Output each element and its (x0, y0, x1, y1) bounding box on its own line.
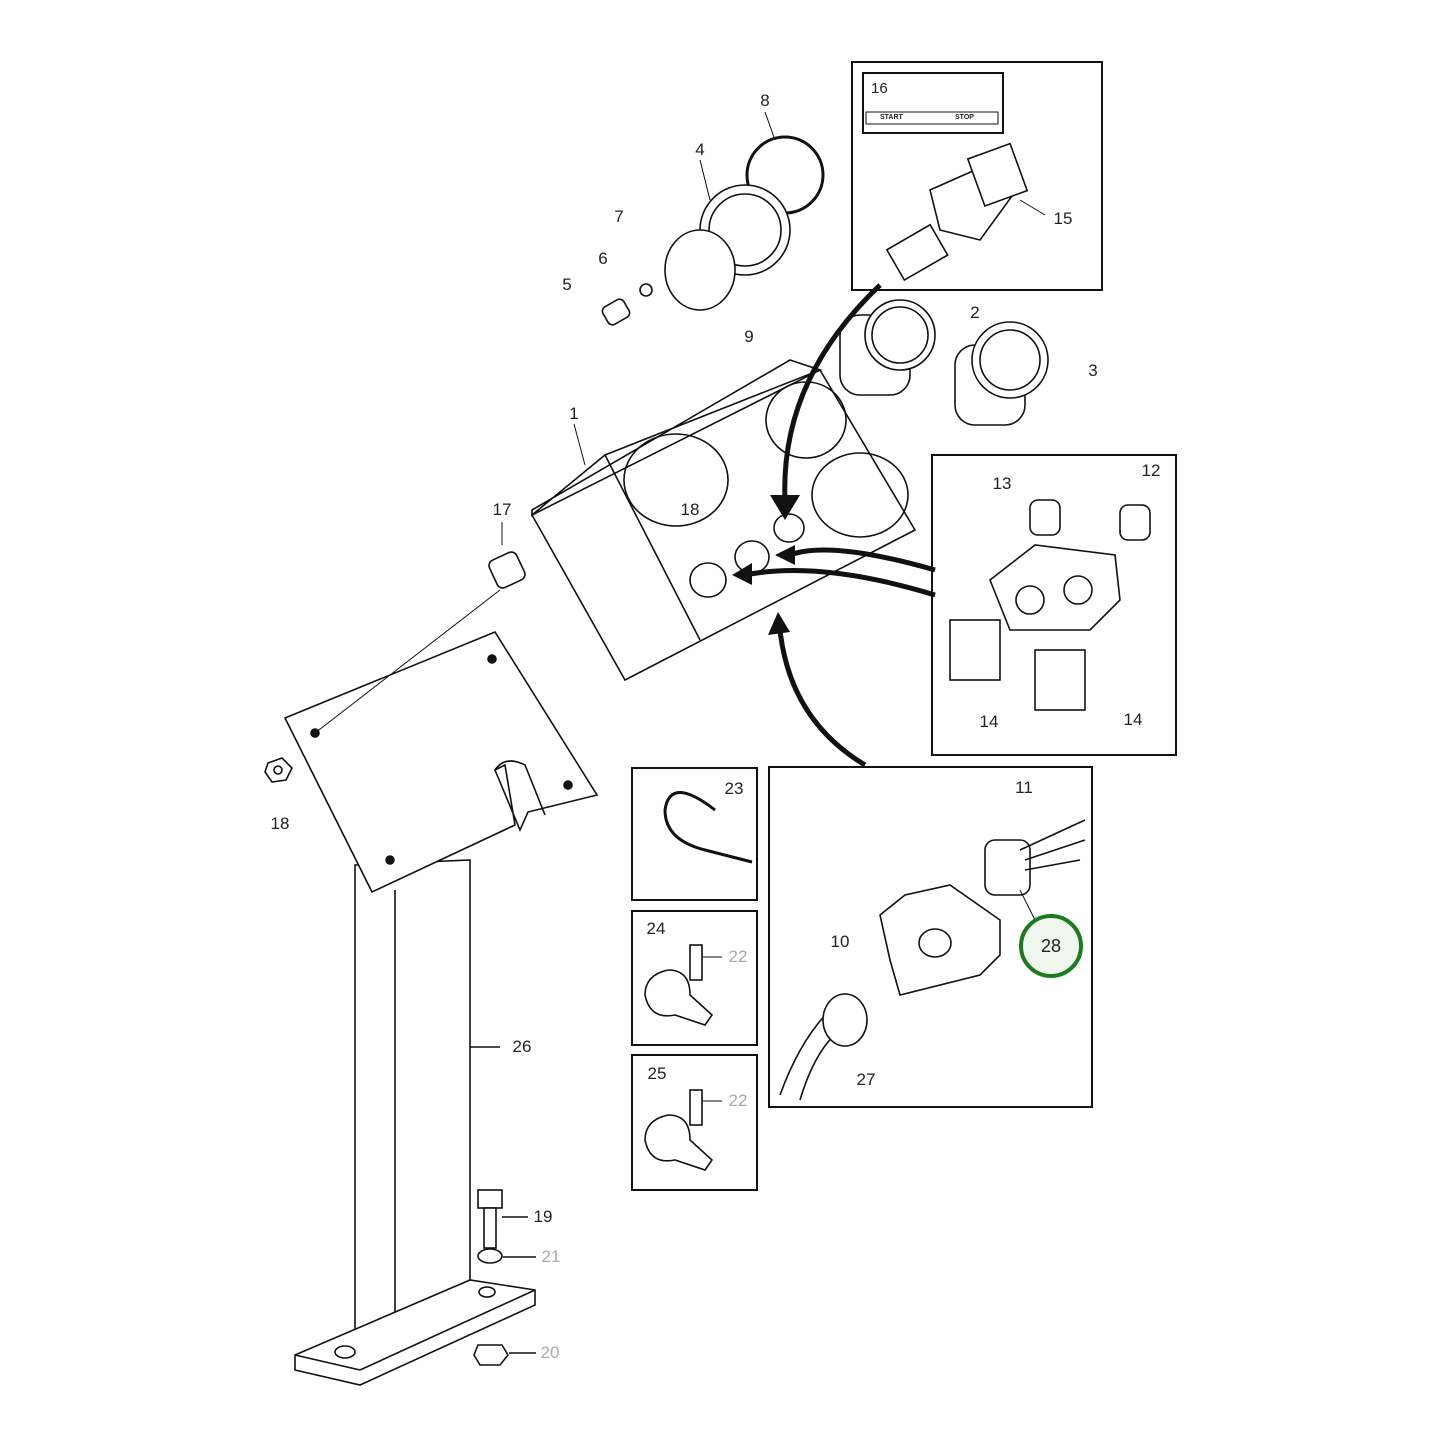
part-label-19[interactable]: 19 (533, 1207, 553, 1226)
part-label-27[interactable]: 27 (856, 1070, 876, 1089)
part-label-21[interactable]: 21 (541, 1247, 561, 1266)
nut-18 (264, 757, 293, 783)
pedestal-stand (294, 859, 536, 1386)
part-label-3[interactable]: 3 (1088, 361, 1098, 380)
decal-start-text: START (880, 114, 903, 121)
part-label-23[interactable]: 23 (724, 779, 744, 798)
part-label-14b[interactable]: 14 (1123, 710, 1143, 729)
decal-stop-text: STOP (955, 114, 974, 121)
part-label-4[interactable]: 4 (695, 140, 705, 159)
inset-connector (768, 766, 1093, 1108)
gauge-2 (839, 299, 936, 396)
gauge-assembly (601, 111, 825, 326)
bolt-19 (473, 1189, 536, 1366)
part-label-12[interactable]: 12 (1141, 461, 1161, 480)
part-label-6[interactable]: 6 (598, 249, 608, 268)
part-label-26[interactable]: 26 (512, 1037, 532, 1056)
inset-clamp-24 (631, 910, 758, 1046)
part-label-20[interactable]: 20 (540, 1343, 560, 1362)
inset-cable-tie (631, 767, 758, 901)
part-label-10[interactable]: 10 (830, 932, 850, 951)
gauge-3 (954, 321, 1049, 426)
inset-pushbuttons (931, 454, 1177, 756)
pushbuttons-12-13 (949, 499, 1151, 711)
part-label-22a[interactable]: 22 (728, 947, 748, 966)
decal-16-label: 16 (871, 80, 888, 97)
part-label-18a[interactable]: 18 (680, 500, 700, 519)
part-label-9[interactable]: 9 (744, 327, 754, 346)
part-label-7[interactable]: 7 (614, 207, 624, 226)
mounting-plate (283, 589, 599, 894)
part-label-14a[interactable]: 14 (979, 712, 999, 731)
connector-28 (779, 819, 1086, 1101)
part-label-25[interactable]: 25 (647, 1064, 667, 1083)
part-label-18b[interactable]: 18 (270, 814, 290, 833)
control-box (530, 359, 917, 682)
part-label-5[interactable]: 5 (562, 275, 572, 294)
switch-15 (885, 142, 1046, 282)
inset-start-stop-switch (851, 61, 1103, 291)
highlighted-part-28[interactable]: 28 (1019, 914, 1083, 978)
part-label-22b[interactable]: 22 (728, 1091, 748, 1110)
part-label-8[interactable]: 8 (760, 91, 770, 110)
part-label-15[interactable]: 15 (1053, 209, 1073, 228)
part-label-24[interactable]: 24 (646, 919, 666, 938)
standoff-17 (488, 522, 526, 589)
inset-clamp-25 (631, 1054, 758, 1191)
part-label-17[interactable]: 17 (492, 500, 512, 519)
assembly-arrows (732, 283, 936, 768)
part-label-1[interactable]: 1 (569, 404, 579, 423)
part-label-13[interactable]: 13 (992, 474, 1012, 493)
part-label-2[interactable]: 2 (970, 303, 980, 322)
part-label-11[interactable]: 11 (1015, 778, 1033, 797)
